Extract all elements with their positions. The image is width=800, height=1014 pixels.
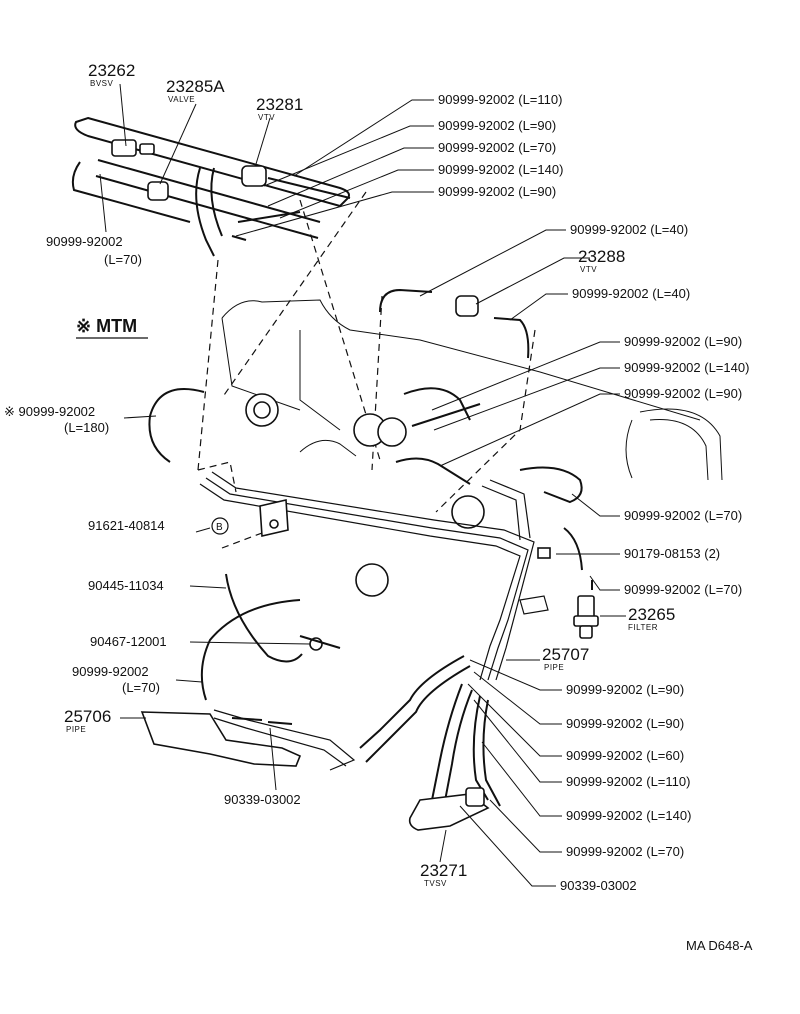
vtv-23288-icon	[455, 295, 479, 317]
hose-label-140: 90999-92002 (L=140)	[438, 162, 563, 177]
clip-90467-label: 90467-12001	[90, 634, 167, 649]
clip-90339-b-label: 90339-03002	[560, 878, 637, 893]
hose-label-40b: 90999-92002 (L=40)	[572, 286, 690, 301]
part-23281-name: VTV	[258, 113, 275, 122]
hose-label-70: 90999-92002 (L=70)	[438, 140, 556, 155]
part-23265-name: FILTER	[628, 623, 658, 632]
hose-label-left-70-len: (L=70)	[104, 252, 142, 267]
leader-lines	[99, 83, 626, 887]
hose-label-70c: 90999-92002 (L=70)	[624, 582, 742, 597]
hose-label-70d: 90999-92002 (L=70)	[566, 844, 684, 859]
hose-label-70b: 90999-92002 (L=70)	[624, 508, 742, 523]
hose-label-110b: 90999-92002 (L=110)	[566, 774, 690, 789]
part-25706-number: 25706	[64, 707, 111, 726]
hose-label-90c: 90999-92002 (L=90)	[624, 334, 742, 349]
part-23262-number: 23262	[88, 61, 135, 80]
hose-label-left-70-num: 90999-92002	[46, 234, 123, 249]
clip-90339-a-label: 90339-03002	[224, 792, 301, 807]
part-23281-number: 23281	[256, 95, 303, 114]
hose-label-90f: 90999-92002 (L=90)	[566, 716, 684, 731]
bvsv-icon	[111, 139, 137, 157]
part-25707-number: 25707	[542, 645, 589, 664]
hose-label-140b: 90999-92002 (L=140)	[624, 360, 749, 375]
part-23288-name: VTV	[580, 265, 597, 274]
dashed-guides	[197, 191, 536, 549]
hose-label-60: 90999-92002 (L=60)	[566, 748, 684, 763]
hose-label-110: 90999-92002 (L=110)	[438, 92, 562, 107]
part-23262-name: BVSV	[90, 79, 114, 88]
top-left-assembly	[71, 116, 351, 257]
part-23265-number: 23265	[628, 605, 675, 624]
clamp-b-label: 91621-40814	[88, 518, 165, 533]
part-25706-name: PIPE	[66, 725, 86, 734]
pipe-bundle	[199, 471, 551, 681]
hose-label-180-num: ※ 90999-92002	[4, 404, 95, 419]
hose-label-90e: 90999-92002 (L=90)	[566, 682, 684, 697]
clamp-b-marker-icon	[211, 517, 229, 535]
hose-label-90d: 90999-92002 (L=90)	[624, 386, 742, 401]
hose-label-180-len: (L=180)	[64, 420, 109, 435]
filter-icon	[577, 595, 595, 619]
mtm-label: ※ MTM	[76, 316, 137, 336]
hose-label-140c: 90999-92002 (L=140)	[566, 808, 691, 823]
valve-icon	[147, 181, 169, 201]
engine-sketch	[221, 299, 723, 597]
hose-label-40a: 90999-92002 (L=40)	[570, 222, 688, 237]
lower-section	[140, 655, 501, 831]
diagram-code: MA D648-A	[686, 938, 753, 953]
filter-23265	[573, 595, 599, 639]
hose-90445-label: 90445-11034	[88, 578, 164, 593]
hose-label-left-70b-len: (L=70)	[122, 680, 160, 695]
part-23288-number: 23288	[578, 247, 625, 266]
cap-icon	[537, 547, 551, 559]
vtv-icon	[241, 165, 267, 187]
part-25707-name: PIPE	[544, 663, 564, 672]
pipe-25706-plate	[140, 711, 302, 767]
part-23285A-name: VALVE	[168, 95, 195, 104]
labels: 23262 BVSV 23285A VALVE 23281 VTV 90999-…	[4, 61, 753, 953]
hose-label-left-70b-num: 90999-92002	[72, 664, 149, 679]
hose-label-90b: 90999-92002 (L=90)	[438, 184, 556, 199]
part-23271-number: 23271	[420, 861, 467, 880]
cap-label: 90179-08153 (2)	[624, 546, 720, 561]
clamp-b-mark: B	[216, 522, 223, 533]
part-23285A-number: 23285A	[166, 77, 225, 96]
hoses-middle	[148, 288, 593, 701]
part-23271-name: TVSV	[424, 879, 447, 888]
hose-label-90: 90999-92002 (L=90)	[438, 118, 556, 133]
